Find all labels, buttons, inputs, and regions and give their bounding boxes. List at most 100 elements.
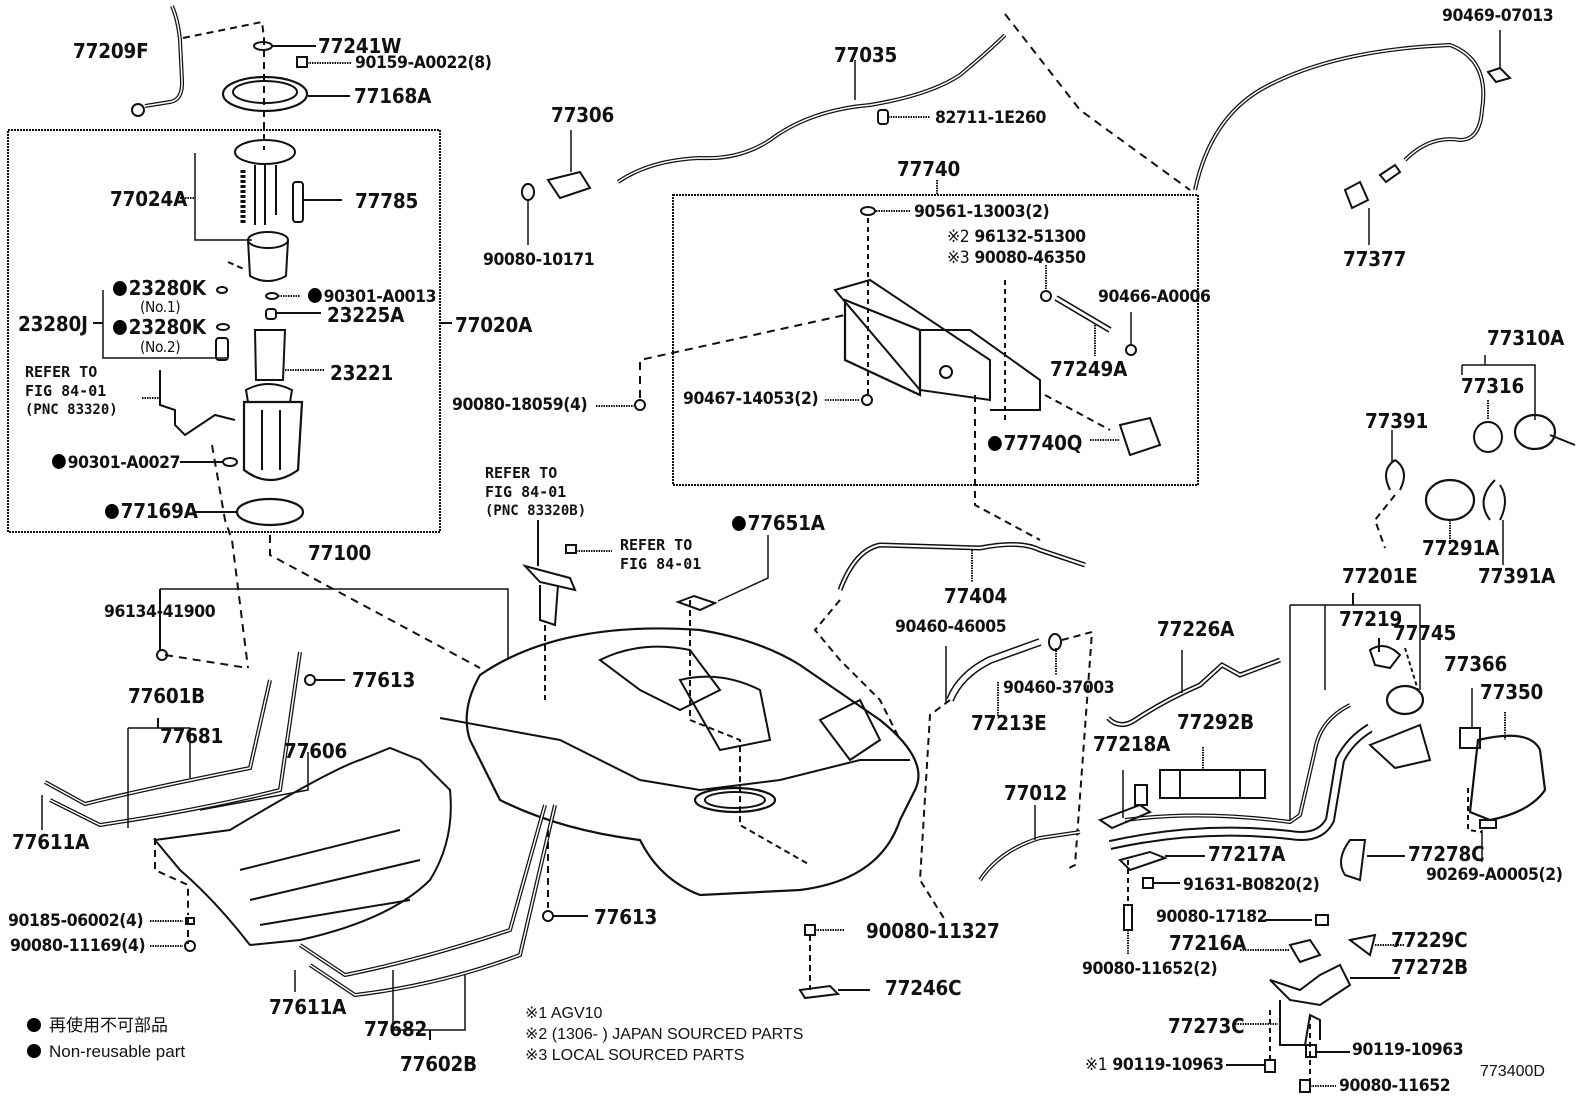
- part-label-77611a-bottom[interactable]: 77611A: [269, 995, 347, 1019]
- bracket-77216a-shape: [1288, 938, 1322, 964]
- part-label-77217a[interactable]: 77217A: [1208, 842, 1286, 866]
- part-label-90269-a0005[interactable]: 90269-A0005(2): [1426, 865, 1563, 885]
- part-label-77366[interactable]: 77366: [1444, 652, 1508, 676]
- part-label-90467-14053[interactable]: 90467-14053(2): [683, 389, 819, 409]
- part-label-90460-46005[interactable]: 90460-46005: [895, 617, 1007, 637]
- illustration-code: 773400D: [1480, 1063, 1545, 1080]
- part-label-77350[interactable]: 77350: [1480, 680, 1544, 704]
- part-label-23225a[interactable]: 23225A: [327, 303, 405, 327]
- part-label-90119-10963-right[interactable]: 90119-10963: [1352, 1040, 1464, 1060]
- refer-to-fig-pnc-83320[interactable]: REFER TO FIG 84-01 (PNC 83320): [25, 363, 118, 418]
- part-label-90185-06002[interactable]: 90185-06002(4): [8, 911, 144, 931]
- part-label-77601b[interactable]: 77601B: [128, 684, 205, 708]
- part-label-77201e[interactable]: 77201E: [1342, 564, 1418, 588]
- part-label-77213e[interactable]: 77213E: [971, 711, 1047, 735]
- part-label-77278c[interactable]: 77278C: [1408, 842, 1485, 866]
- part-label-82711-1e260[interactable]: 82711-1E260: [935, 108, 1047, 128]
- part-label-77613-bottom[interactable]: 77613: [594, 905, 658, 929]
- part-label-96132-51300[interactable]: ※2 96132-51300: [947, 227, 1086, 247]
- part-label-77310a[interactable]: 77310A: [1487, 326, 1565, 350]
- part-label-77169a[interactable]: 77169A: [105, 500, 198, 522]
- part-label-77209f[interactable]: 77209F: [73, 39, 149, 63]
- part-label-91631-b0820[interactable]: 91631-B0820(2): [1183, 875, 1320, 895]
- part-sublabel-no2: (No.2): [140, 338, 181, 356]
- part-label-90469-07013[interactable]: 90469-07013: [1442, 6, 1554, 26]
- part-label-77226a[interactable]: 77226A: [1157, 617, 1235, 641]
- canister-body-shape: [843, 298, 922, 397]
- part-label-77377[interactable]: 77377: [1343, 247, 1407, 271]
- part-label-77316[interactable]: 77316: [1461, 374, 1525, 398]
- part-label-77611a-left[interactable]: 77611A: [12, 830, 90, 854]
- part-label-77035[interactable]: 77035: [834, 43, 898, 67]
- part-label-77306[interactable]: 77306: [551, 103, 615, 127]
- part-label-77391[interactable]: 77391: [1365, 409, 1429, 433]
- footnotes: ※1 AGV10 ※2 (1306- ) JAPAN SOURCED PARTS…: [525, 1003, 803, 1066]
- part-label-90561-13003[interactable]: 90561-13003(2): [914, 202, 1050, 222]
- refer-to-fig-pnc-83320b[interactable]: REFER TO FIG 84-01 (PNC 83320B): [485, 464, 587, 519]
- part-label-77020a[interactable]: 77020A: [455, 313, 533, 337]
- part-label-77273c[interactable]: 77273C: [1168, 1014, 1245, 1038]
- part-label-77682[interactable]: 77682: [364, 1017, 428, 1041]
- filter-bolt-shape: [292, 181, 304, 223]
- bracket-77272b-shape: [1269, 963, 1352, 1007]
- canister-assembly-frame: [672, 194, 1199, 486]
- part-label-90080-11652[interactable]: 90080-11652: [1339, 1076, 1451, 1096]
- note-mark-3: ※3: [947, 248, 970, 268]
- part-label-90460-37003[interactable]: 90460-37003: [1003, 678, 1115, 698]
- part-label-77740[interactable]: 77740: [897, 157, 961, 181]
- part-label-77272b[interactable]: 77272B: [1391, 955, 1468, 979]
- part-label-77785[interactable]: 77785: [355, 189, 419, 213]
- part-label-90080-18059[interactable]: 90080-18059(4): [452, 395, 588, 415]
- part-label-90080-11327[interactable]: 90080-11327: [866, 919, 1000, 943]
- part-label-90119-10963-left[interactable]: ※1 90119-10963: [1085, 1055, 1224, 1075]
- part-label-77241w[interactable]: 77241W: [318, 34, 402, 58]
- legend-item-en: Non-reusable part: [27, 1039, 185, 1065]
- strap-77682-shape: [298, 804, 547, 978]
- cap-77310a-shape: [1513, 413, 1557, 451]
- part-label-90080-17182[interactable]: 90080-17182: [1156, 907, 1268, 927]
- non-reusable-marker-icon: [308, 288, 322, 303]
- part-label-77681[interactable]: 77681: [160, 724, 224, 748]
- part-label-90080-11652-2[interactable]: 90080-11652(2): [1082, 959, 1218, 979]
- valve-77740q-shape: [1118, 416, 1162, 457]
- part-label-90301-a0027[interactable]: 90301-A0027: [52, 454, 181, 472]
- part-label-77651a[interactable]: 77651A: [732, 512, 825, 534]
- part-label-77404[interactable]: 77404: [944, 584, 1008, 608]
- part-label-77246c[interactable]: 77246C: [885, 976, 962, 1000]
- part-label-90080-46350[interactable]: ※3 90080-46350: [947, 248, 1086, 268]
- sender-connector: [131, 103, 145, 117]
- refer-to-fig-84-01[interactable]: REFER TO FIG 84-01: [620, 536, 702, 573]
- part-label-77249a[interactable]: 77249A: [1050, 357, 1128, 381]
- part-label-77740q[interactable]: 77740Q: [988, 432, 1082, 454]
- part-label-23280k-no2[interactable]: 23280K: [113, 316, 206, 338]
- part-label-77229c[interactable]: 77229C: [1391, 928, 1468, 952]
- part-label-77218a[interactable]: 77218A: [1093, 732, 1171, 756]
- part-label-77216a[interactable]: 77216A: [1169, 931, 1247, 955]
- bracket-77218a-shape: [1097, 803, 1153, 830]
- part-label-77745[interactable]: 77745: [1393, 621, 1457, 645]
- part-label-77012[interactable]: 77012: [1004, 781, 1068, 805]
- part-label-90080-11169[interactable]: 90080-11169(4): [10, 936, 146, 956]
- part-label-77391a[interactable]: 77391A: [1478, 564, 1556, 588]
- part-label-77606[interactable]: 77606: [284, 739, 348, 763]
- part-label-90159-a0022[interactable]: 90159-A0022(8): [355, 53, 492, 73]
- part-label-77100[interactable]: 77100: [308, 541, 372, 565]
- non-reusable-marker-icon: [52, 454, 66, 469]
- bolt-90080-17182-shape: [1315, 914, 1329, 926]
- part-label-77024a[interactable]: 77024A: [110, 187, 188, 211]
- footnote-2: ※2 (1306- ) JAPAN SOURCED PARTS: [525, 1026, 804, 1043]
- part-label-77613-top[interactable]: 77613: [352, 668, 416, 692]
- part-label-23280j[interactable]: 23280J: [18, 312, 88, 336]
- part-label-77219[interactable]: 77219: [1339, 607, 1403, 631]
- part-label-90466-a0006[interactable]: 90466-A0006: [1098, 287, 1211, 307]
- part-label-77168a[interactable]: 77168A: [354, 84, 432, 108]
- non-reusable-marker-icon: [113, 281, 127, 296]
- part-label-96134-41900[interactable]: 96134-41900: [104, 602, 216, 622]
- part-label-77602b[interactable]: 77602B: [400, 1052, 477, 1076]
- part-label-90301-a0013[interactable]: 90301-A0013: [308, 288, 437, 306]
- part-label-23221[interactable]: 23221: [330, 361, 394, 385]
- part-label-90080-10171[interactable]: 90080-10171: [483, 250, 595, 270]
- part-label-23280k-no1[interactable]: 23280K: [113, 277, 206, 299]
- part-label-77291a[interactable]: 77291A: [1422, 536, 1500, 560]
- part-label-77292b[interactable]: 77292B: [1177, 710, 1254, 734]
